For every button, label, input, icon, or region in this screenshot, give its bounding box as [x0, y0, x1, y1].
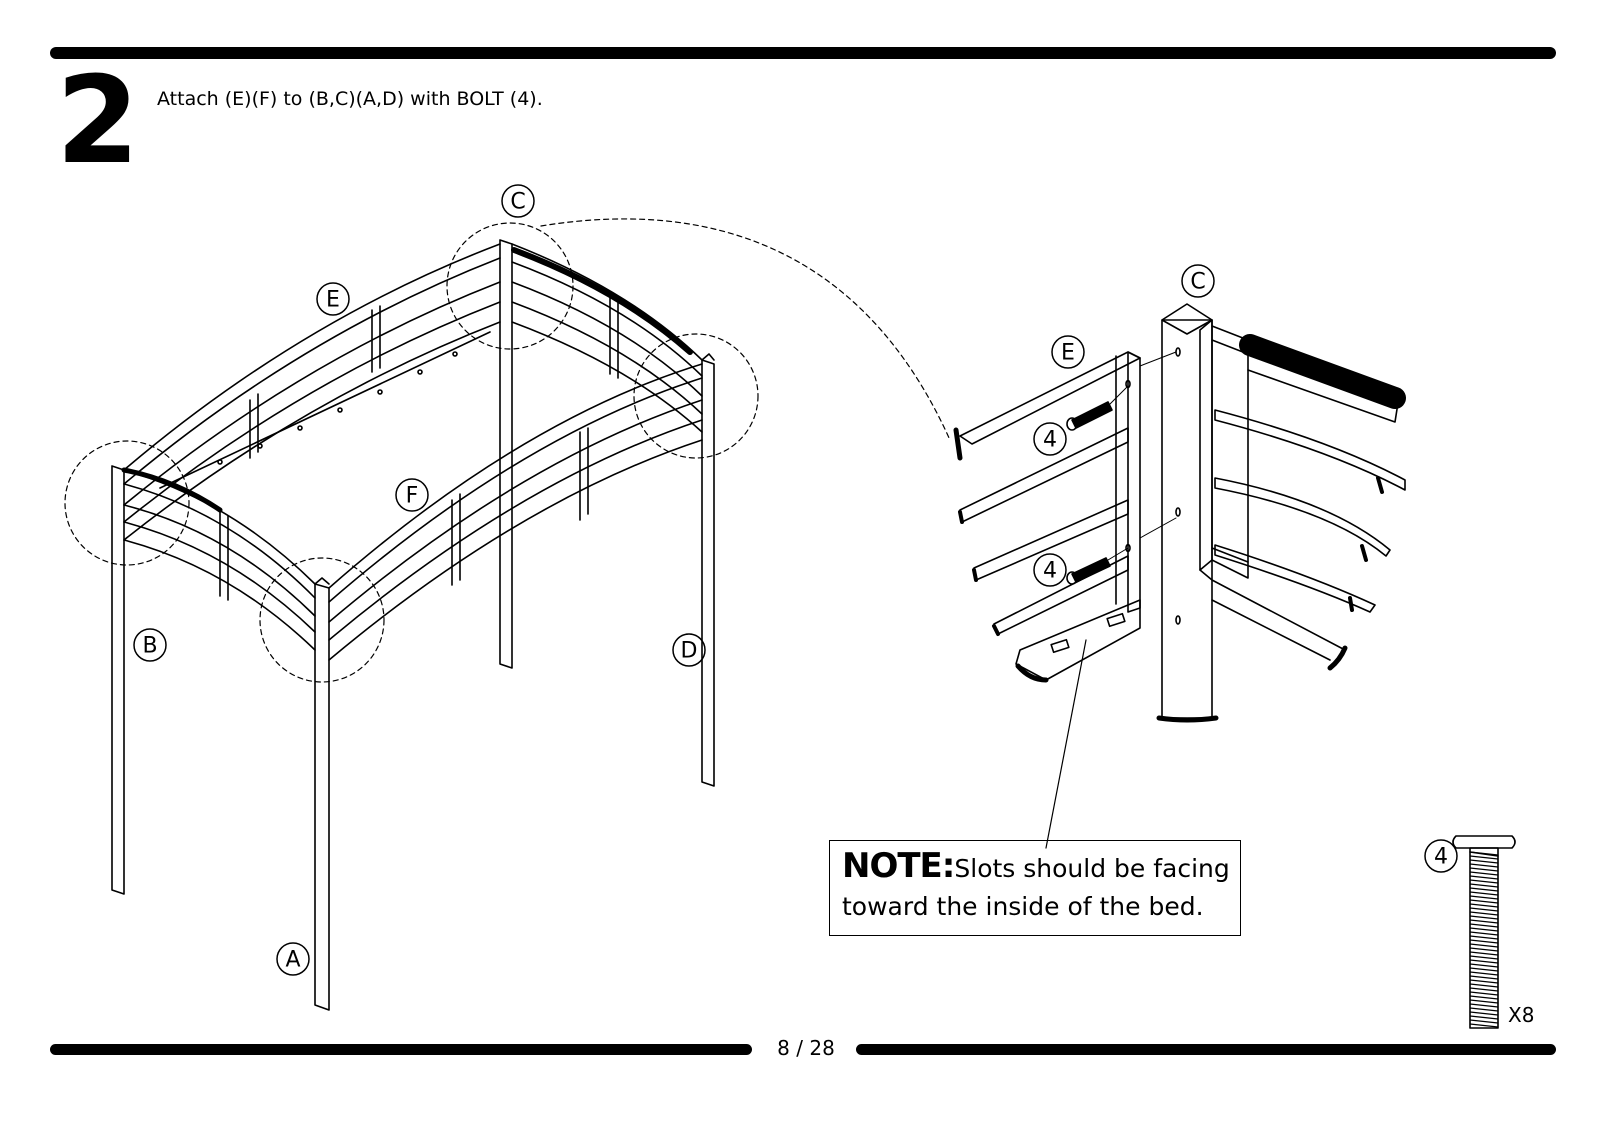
note-box: NOTE:Slots should be facing toward the i… [829, 840, 1241, 936]
bolt-thread-line [1469, 911, 1499, 916]
label-bolt-lower-circle [1033, 553, 1067, 587]
bolt-thread-line [1469, 955, 1499, 960]
bolt-thread-line [1469, 959, 1499, 964]
label-d-circle [672, 633, 706, 667]
label-e-detail: E [1061, 341, 1075, 366]
label-d: D [681, 639, 698, 664]
bolt-thread-line [1469, 867, 1499, 872]
bolt-thread-line [1469, 875, 1499, 880]
label-c: C [510, 190, 525, 215]
page-number: 8 / 28 [777, 1036, 835, 1060]
bolt-thread-line [1469, 1003, 1499, 1008]
bolt-thread-line [1469, 863, 1499, 868]
bolt-thread-line [1469, 923, 1499, 928]
bolt-graphic-upper [1066, 385, 1129, 431]
bed-frame-drawing [64, 218, 951, 1011]
label-b-circle [133, 628, 167, 662]
bolt-thread-line [1469, 935, 1499, 940]
bolt-thread-line [1469, 1007, 1499, 1012]
bolt-thread-line [1469, 1023, 1499, 1028]
bolt-thread-line [1469, 931, 1499, 936]
label-c-circle [501, 184, 535, 218]
bolt-thread-line [1469, 927, 1499, 932]
bolt-thread-marks [1469, 851, 1499, 1028]
bolt-thread-line [1469, 947, 1499, 952]
bolt-thread-line [1469, 943, 1499, 948]
bolt-thread-line [1469, 907, 1499, 912]
note-heading: NOTE: [842, 846, 955, 886]
bolt-thread-line [1469, 1011, 1499, 1016]
bolt-thread-line [1469, 991, 1499, 996]
label-bolt-lower: 4 [1043, 559, 1057, 584]
step-instruction: Attach (E)(F) to (B,C)(A,D) with BOLT (4… [157, 88, 543, 110]
label-bolt-part: 4 [1434, 845, 1448, 870]
joint-detail-drawing [953, 303, 1406, 849]
bolt-part-drawing [1452, 835, 1516, 1029]
label-a-circle [276, 942, 310, 976]
step-number: 2 [56, 52, 139, 191]
bolt-thread-line [1469, 859, 1499, 864]
bolt-thread-line [1469, 1015, 1499, 1020]
label-b: B [142, 634, 157, 659]
label-c-detail-circle [1181, 264, 1215, 298]
bolt-thread-line [1469, 903, 1499, 908]
bottom-divider-bar-right [856, 1044, 1556, 1055]
bolt-thread-line [1469, 891, 1499, 896]
bolt-thread-line [1469, 879, 1499, 884]
bolt-thread-line [1469, 851, 1499, 856]
label-e: E [326, 288, 340, 313]
label-e-circle [316, 282, 350, 316]
bolt-thread-line [1469, 887, 1499, 892]
bottom-divider-bar-left [50, 1044, 752, 1055]
top-divider-bar [50, 47, 1556, 59]
bolt-thread-line [1469, 951, 1499, 956]
bolt-thread-line [1469, 987, 1499, 992]
label-e-detail-circle [1051, 335, 1085, 369]
bolt-thread-line [1469, 983, 1499, 988]
bolt-thread-line [1469, 895, 1499, 900]
bolt-thread-line [1469, 871, 1499, 876]
bolt-thread-line [1469, 999, 1499, 1004]
label-bolt-upper-circle [1033, 422, 1067, 456]
label-f-circle [395, 478, 429, 512]
label-a: A [285, 948, 300, 973]
bolt-thread-line [1469, 975, 1499, 980]
bolt-thread-line [1469, 995, 1499, 1000]
bolt-thread-line [1469, 939, 1499, 944]
label-bolt-part-circle [1424, 839, 1458, 873]
bolt-thread-line [1469, 899, 1499, 904]
bolt-thread-line [1469, 971, 1499, 976]
note-text: Slots should be facing toward the inside… [842, 854, 1230, 921]
bolt-thread-line [1469, 967, 1499, 972]
label-c-detail: C [1190, 270, 1205, 295]
bolt-thread-line [1469, 883, 1499, 888]
bolt-quantity: X8 [1508, 1003, 1535, 1027]
bolt-thread-line [1469, 1019, 1499, 1024]
bolt-thread-line [1469, 919, 1499, 924]
bolt-thread-line [1469, 915, 1499, 920]
label-bolt-upper: 4 [1043, 428, 1057, 453]
bolt-thread-line [1469, 855, 1499, 860]
bolt-thread-line [1469, 963, 1499, 968]
label-f: F [406, 484, 419, 509]
bolt-thread-line [1469, 979, 1499, 984]
bolt-graphic-lower [1066, 547, 1129, 585]
